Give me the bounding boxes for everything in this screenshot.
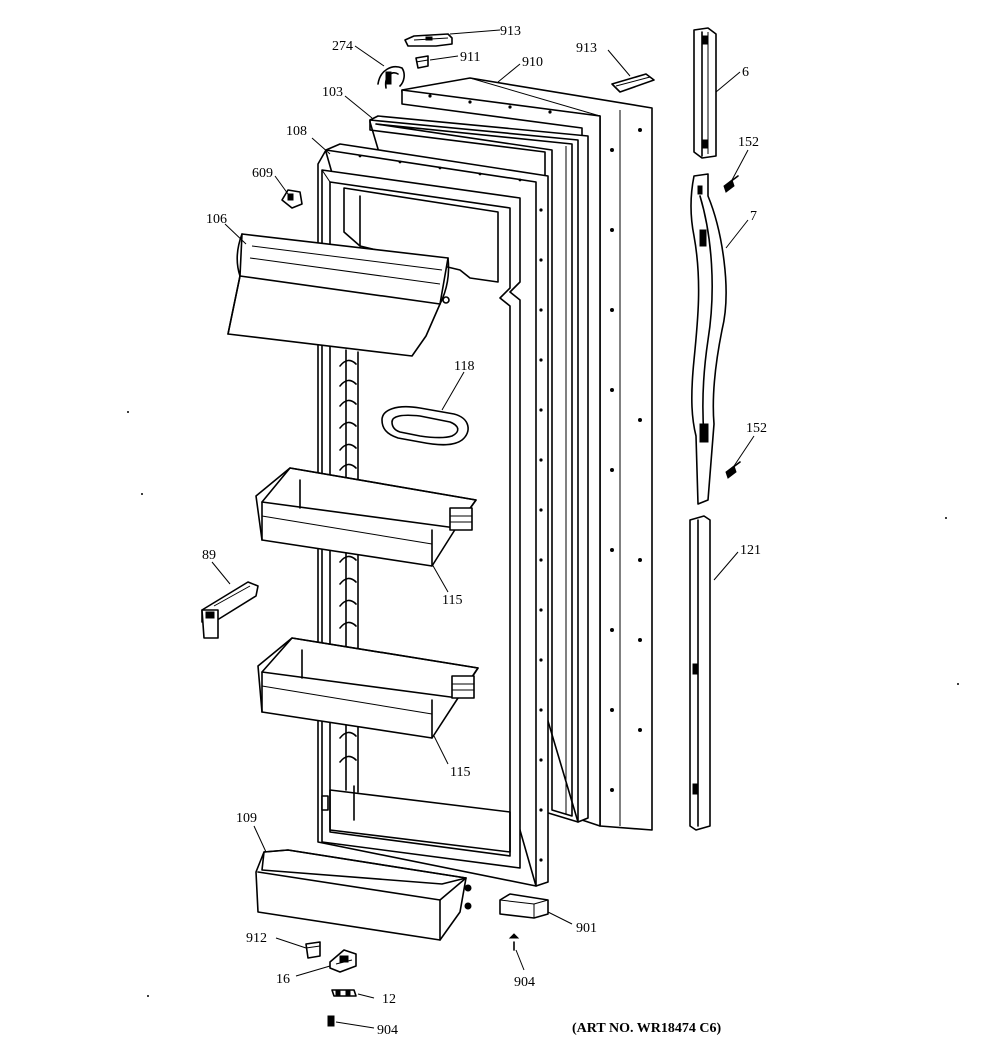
callout-121: 121 — [740, 543, 761, 558]
handle-trim-6 — [693, 27, 717, 159]
callout-901: 901 — [576, 921, 597, 936]
actuator-901 — [499, 893, 549, 919]
door-bin-bottom — [255, 849, 472, 941]
callout-7: 7 — [750, 209, 757, 224]
handle-7 — [690, 173, 727, 505]
callout-109: 109 — [236, 811, 257, 826]
callout-609: 609 — [252, 166, 273, 181]
hinge-pin-911 — [415, 55, 429, 69]
cover-913-right — [611, 73, 655, 93]
callout-118: 118 — [454, 359, 474, 374]
screw-904-right — [508, 933, 520, 951]
screw-904-left — [327, 1015, 335, 1027]
callout-910: 910 — [522, 55, 543, 70]
cam-609 — [281, 189, 303, 209]
callout-115: 115 — [450, 765, 470, 780]
dairy-compartment-cover — [227, 233, 450, 357]
callout-12: 12 — [382, 992, 396, 1007]
art-number: (ART NO. WR18474 C6) — [572, 1021, 721, 1036]
top-hinge-cover — [404, 33, 453, 47]
callout-89: 89 — [202, 548, 216, 563]
callout-labels: 913 274 911 910 913 6 103 108 152 609 7 … — [202, 24, 767, 1038]
leader-lines — [211, 29, 755, 1029]
callout-912: 912 — [246, 931, 267, 946]
shelf-hooks — [339, 359, 357, 763]
shelf-stop-89 — [201, 581, 259, 639]
callout-152: 152 — [746, 421, 767, 436]
callout-904: 904 — [377, 1023, 398, 1038]
bracket-12 — [331, 989, 357, 997]
callout-16: 16 — [276, 972, 290, 987]
door-bin-lower — [257, 637, 479, 739]
callout-152: 152 — [738, 135, 759, 150]
screw-152-upper — [723, 175, 739, 193]
callout-115: 115 — [442, 593, 462, 608]
door-bin-upper — [255, 467, 477, 567]
callout-911: 911 — [460, 50, 480, 65]
egg-tray — [381, 405, 469, 446]
bushing-912 — [305, 941, 321, 959]
hinge-bracket-274 — [377, 66, 405, 89]
callout-103: 103 — [322, 85, 343, 100]
callout-913: 913 — [500, 24, 521, 39]
callout-6: 6 — [742, 65, 749, 80]
callout-904: 904 — [514, 975, 535, 990]
callout-274: 274 — [332, 39, 353, 54]
trim-121 — [689, 515, 711, 831]
hinge-16 — [329, 949, 357, 973]
callout-106: 106 — [206, 212, 227, 227]
callout-108: 108 — [286, 124, 307, 139]
screw-152-lower — [725, 461, 741, 479]
callout-913: 913 — [576, 41, 597, 56]
